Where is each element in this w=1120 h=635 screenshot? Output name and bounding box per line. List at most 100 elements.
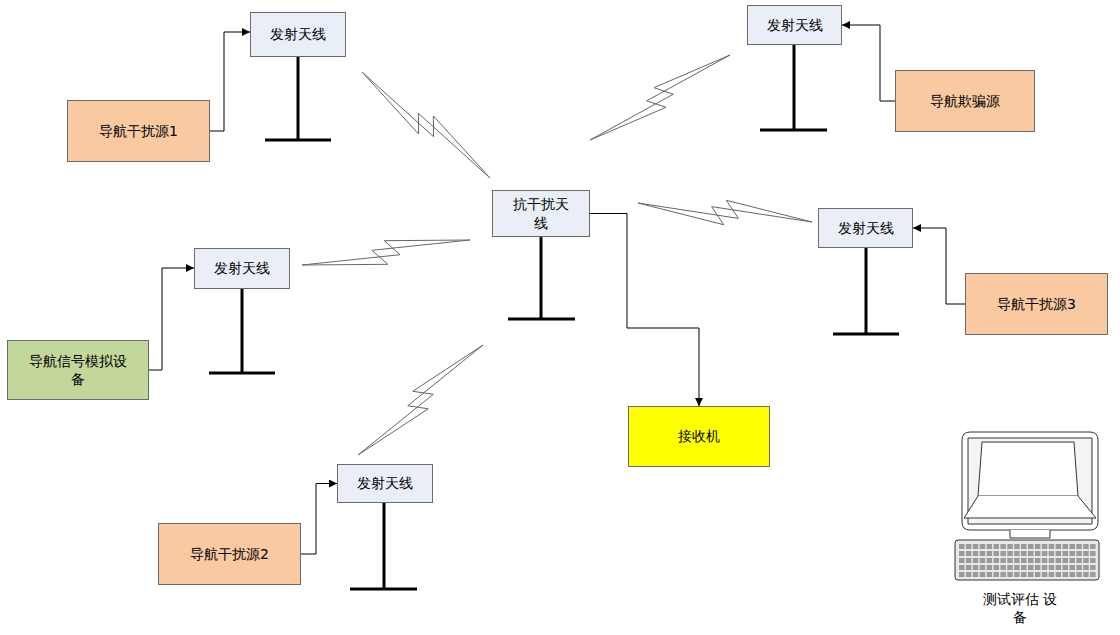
key — [1083, 565, 1089, 570]
node-text: 导航欺骗源 — [930, 92, 1000, 110]
key — [1035, 572, 1041, 577]
radio-link-symbol — [362, 72, 490, 178]
key — [1021, 544, 1027, 549]
radio-link-symbol — [638, 200, 812, 224]
signal-connector — [149, 268, 194, 370]
key — [1069, 565, 1075, 570]
key — [973, 558, 979, 563]
key — [994, 565, 1000, 570]
jammer-box: 导航干扰源2 — [158, 523, 301, 585]
key — [1063, 558, 1069, 563]
key — [1049, 572, 1055, 577]
key — [1000, 544, 1006, 549]
key — [1056, 551, 1062, 556]
key — [1042, 565, 1048, 570]
antenna-mast — [508, 237, 575, 319]
antenna-box: 发射天线 — [818, 208, 913, 248]
key — [1007, 558, 1013, 563]
key — [994, 572, 1000, 577]
key — [1049, 544, 1055, 549]
key — [1028, 551, 1034, 556]
key — [1042, 558, 1048, 563]
radio-link-symbol — [590, 55, 730, 140]
antenna-box: 发射天线 — [747, 5, 842, 45]
key — [1035, 558, 1041, 563]
antenna-mast — [265, 57, 331, 140]
key — [980, 565, 986, 570]
key — [1056, 558, 1062, 563]
key — [1090, 551, 1096, 556]
key — [1090, 544, 1096, 549]
simulator-box: 导航信号模拟设 备 — [7, 340, 149, 400]
node-text: 接收机 — [678, 427, 720, 445]
key — [1042, 551, 1048, 556]
jammer-box: 导航干扰源3 — [965, 273, 1108, 335]
key — [1083, 558, 1089, 563]
key — [1069, 558, 1075, 563]
key — [973, 544, 979, 549]
key — [987, 565, 993, 570]
key — [1063, 544, 1069, 549]
key — [1076, 551, 1082, 556]
key — [1049, 565, 1055, 570]
key — [1007, 551, 1013, 556]
key — [1021, 565, 1027, 570]
antenna-mast — [760, 45, 827, 130]
key — [1028, 572, 1034, 577]
key — [1069, 572, 1075, 577]
node-text: 发射天线 — [838, 219, 894, 237]
key — [1083, 551, 1089, 556]
key — [1083, 544, 1089, 549]
node-text: 发射天线 — [767, 16, 823, 34]
key — [1069, 551, 1075, 556]
device-label: 测试评估 设备 — [982, 590, 1058, 626]
key — [980, 572, 986, 577]
antenna-box: 发射天线 — [337, 464, 433, 503]
key — [987, 558, 993, 563]
key — [1000, 565, 1006, 570]
signal-connector — [210, 32, 250, 131]
key — [1028, 558, 1034, 563]
key — [1076, 565, 1082, 570]
signal-connector — [913, 228, 965, 304]
monitor-stand — [1010, 530, 1050, 538]
key — [1076, 572, 1082, 577]
key — [1049, 558, 1055, 563]
key — [1014, 551, 1020, 556]
key — [1021, 558, 1027, 563]
key — [1042, 572, 1048, 577]
key — [973, 565, 979, 570]
key — [966, 572, 972, 577]
key — [1007, 572, 1013, 577]
key — [1007, 544, 1013, 549]
node-text: 导航干扰源2 — [190, 545, 269, 563]
key — [980, 544, 986, 549]
key — [959, 565, 965, 570]
antenna-mast — [833, 248, 899, 334]
key — [1076, 544, 1082, 549]
key — [980, 551, 986, 556]
monitor-screen — [978, 442, 1078, 496]
node-text: 导航信号模拟设 备 — [28, 352, 128, 388]
key — [1049, 551, 1055, 556]
key — [1014, 572, 1020, 577]
key — [1063, 572, 1069, 577]
monitor-base — [964, 496, 1096, 518]
antenna-mast — [350, 503, 417, 589]
key — [1028, 565, 1034, 570]
key — [980, 558, 986, 563]
radio-link-symbol — [358, 345, 483, 455]
keyboard — [955, 540, 1099, 580]
key — [1090, 572, 1096, 577]
keyboard-keys — [959, 544, 1096, 577]
antenna-mast — [209, 289, 275, 373]
key — [1021, 551, 1027, 556]
key — [959, 544, 965, 549]
key — [973, 551, 979, 556]
anti-jam-antenna-box: 抗干扰天 线 — [492, 190, 590, 237]
key — [1028, 544, 1034, 549]
key — [1007, 565, 1013, 570]
monitor-frame — [962, 432, 1098, 530]
key — [973, 572, 979, 577]
